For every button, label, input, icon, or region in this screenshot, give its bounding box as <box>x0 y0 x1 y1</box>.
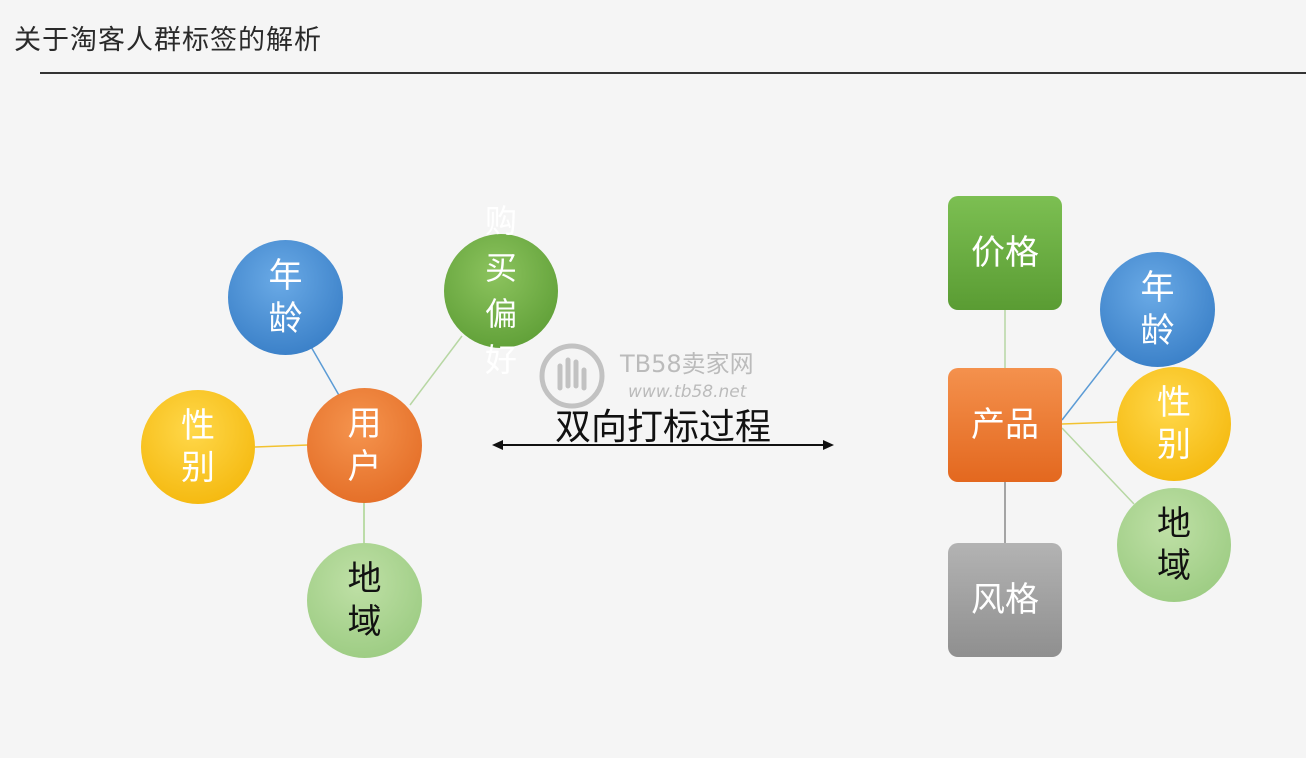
link-product-gender <box>1061 421 1119 425</box>
link-user-preference <box>409 335 463 406</box>
product-age-label: 年龄 <box>1140 268 1175 351</box>
product-region-node: 地域 <box>1117 488 1231 602</box>
link-product-age <box>1061 347 1119 421</box>
product-center-label: 产品 <box>971 404 1039 445</box>
product-price-label: 价格 <box>971 232 1039 273</box>
user-preference-label: 购买偏好 <box>484 202 517 380</box>
user-gender-node: 性别 <box>141 390 255 504</box>
user-region-label: 地域 <box>347 559 382 642</box>
user-age-node: 年龄 <box>228 240 343 355</box>
product-gender-label: 性别 <box>1157 382 1191 466</box>
link-product-region <box>1061 427 1135 505</box>
user-gender-label: 性别 <box>181 405 215 489</box>
user-center-label: 用户 <box>347 404 382 487</box>
arrow-head-left-icon <box>492 440 503 450</box>
link-user-age <box>309 344 341 398</box>
watermark-url: www.tb58.net <box>628 382 747 402</box>
arrow-head-right-icon <box>823 440 834 450</box>
user-center-node: 用户 <box>307 388 422 503</box>
watermark: TB58卖家网 www.tb58.net <box>532 340 772 410</box>
product-center-node: 产品 <box>948 368 1062 482</box>
product-style-label: 风格 <box>971 579 1039 620</box>
product-age-node: 年龄 <box>1100 252 1215 367</box>
product-gender-node: 性别 <box>1117 367 1231 481</box>
link-user-gender <box>254 444 309 448</box>
hand-logo-icon <box>539 343 605 409</box>
product-style-node: 风格 <box>948 543 1062 657</box>
user-age-label: 年龄 <box>268 256 303 339</box>
watermark-brand: TB58卖家网 <box>620 350 754 378</box>
page-title: 关于淘客人群标签的解析 <box>14 25 322 56</box>
product-price-node: 价格 <box>948 196 1062 310</box>
user-region-node: 地域 <box>307 543 422 658</box>
bidirectional-tagging-label: 双向打标过程 <box>554 407 771 448</box>
user-preference-node: 购买偏好 <box>444 202 558 379</box>
title-divider <box>40 72 1306 74</box>
product-region-label: 地域 <box>1157 503 1191 587</box>
